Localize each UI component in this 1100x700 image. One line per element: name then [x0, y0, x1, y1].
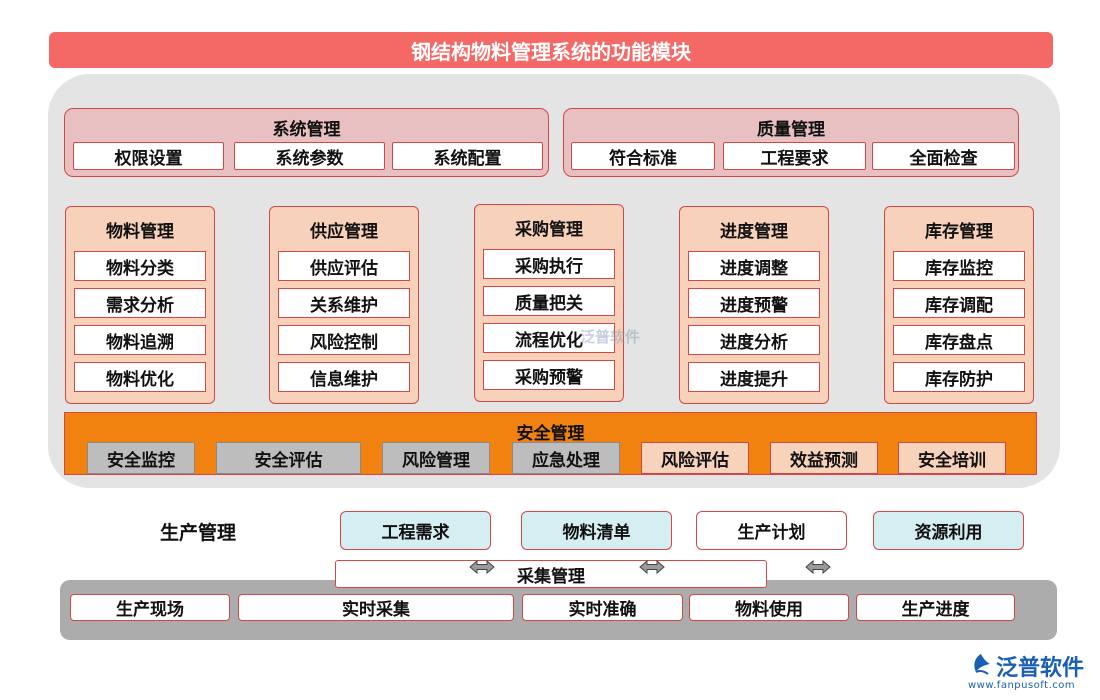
quality-item[interactable]: 符合标准	[571, 142, 715, 170]
module-item[interactable]: 进度分析	[688, 325, 820, 355]
module-title: 物料管理	[106, 222, 174, 242]
safety-management-title: 安全管理	[516, 424, 585, 444]
production-label: 生产管理	[159, 521, 236, 544]
system-item[interactable]: 系统配置	[392, 142, 543, 170]
module-item[interactable]: 进度调整	[688, 251, 820, 281]
module-item[interactable]: 关系维护	[278, 288, 410, 318]
safety-item[interactable]: 安全培训	[898, 442, 1006, 474]
system-item[interactable]: 权限设置	[73, 142, 224, 170]
module-item[interactable]: 质量把关	[483, 286, 615, 316]
safety-item[interactable]: 风险管理	[382, 442, 490, 474]
production-item[interactable]: 物料清单	[521, 511, 672, 550]
safety-item[interactable]: 风险评估	[641, 442, 749, 474]
collection-item[interactable]: 生产现场	[70, 594, 230, 621]
module-item[interactable]: 进度预警	[688, 288, 820, 318]
production-item[interactable]: 资源利用	[873, 511, 1024, 550]
module-title: 进度管理	[720, 222, 788, 242]
safety-item[interactable]: 安全评估	[216, 442, 361, 474]
module-item[interactable]: 采购执行	[483, 249, 615, 279]
double-arrow-icon	[639, 560, 665, 574]
module-item[interactable]: 风险控制	[278, 325, 410, 355]
logo-name: 泛普软件	[996, 656, 1085, 681]
page-title: 钢结构物料管理系统的功能模块	[49, 32, 1053, 68]
module-item[interactable]: 物料分类	[74, 251, 206, 281]
module-item[interactable]: 进度提升	[688, 362, 820, 392]
module-purchase: 采购管理 采购执行 质量把关 流程优化 采购预警	[474, 204, 624, 402]
module-item[interactable]: 流程优化	[483, 323, 615, 353]
watermark: 泛普软件	[580, 328, 641, 346]
quality-item[interactable]: 工程要求	[723, 142, 866, 170]
double-arrow-icon	[469, 560, 495, 574]
quality-item[interactable]: 全面检查	[872, 142, 1015, 170]
collection-label: 采集管理	[335, 560, 767, 588]
module-item[interactable]: 需求分析	[74, 288, 206, 318]
collection-item[interactable]: 生产进度	[856, 594, 1015, 621]
system-item[interactable]: 系统参数	[234, 142, 385, 170]
module-item[interactable]: 物料追溯	[74, 325, 206, 355]
production-item[interactable]: 生产计划	[696, 511, 847, 550]
fanpu-logo-icon	[974, 654, 990, 675]
system-management-title: 系统管理	[272, 120, 341, 140]
safety-item[interactable]: 安全监控	[87, 442, 195, 474]
module-item[interactable]: 库存监控	[893, 251, 1025, 281]
module-title: 采购管理	[515, 220, 583, 240]
module-item[interactable]: 供应评估	[278, 251, 410, 281]
module-item[interactable]: 库存调配	[893, 288, 1025, 318]
collection-item[interactable]: 物料使用	[689, 594, 849, 621]
logo-url: www.fanpusoft.com	[968, 680, 1076, 691]
production-item[interactable]: 工程需求	[340, 511, 491, 550]
module-item[interactable]: 物料优化	[74, 362, 206, 392]
module-item[interactable]: 信息维护	[278, 362, 410, 392]
double-arrow-icon	[805, 560, 831, 574]
module-title: 库存管理	[925, 222, 993, 242]
collection-item[interactable]: 实时准确	[522, 594, 683, 621]
module-inventory: 库存管理 库存监控 库存调配 库存盘点 库存防护	[884, 206, 1034, 404]
fanpu-logo: 泛普软件 www.fanpusoft.com	[966, 648, 1092, 696]
quality-management-title: 质量管理	[757, 120, 825, 140]
module-supply: 供应管理 供应评估 关系维护 风险控制 信息维护	[269, 206, 419, 404]
module-item[interactable]: 采购预警	[483, 360, 615, 390]
module-material: 物料管理 物料分类 需求分析 物料追溯 物料优化	[65, 206, 215, 404]
module-item[interactable]: 库存盘点	[893, 325, 1025, 355]
collection-item[interactable]: 实时采集	[238, 594, 514, 621]
module-progress: 进度管理 进度调整 进度预警 进度分析 进度提升	[679, 206, 829, 404]
safety-item[interactable]: 效益预测	[770, 442, 878, 474]
module-item[interactable]: 库存防护	[893, 362, 1025, 392]
module-title: 供应管理	[310, 222, 378, 242]
safety-item[interactable]: 应急处理	[512, 442, 620, 474]
